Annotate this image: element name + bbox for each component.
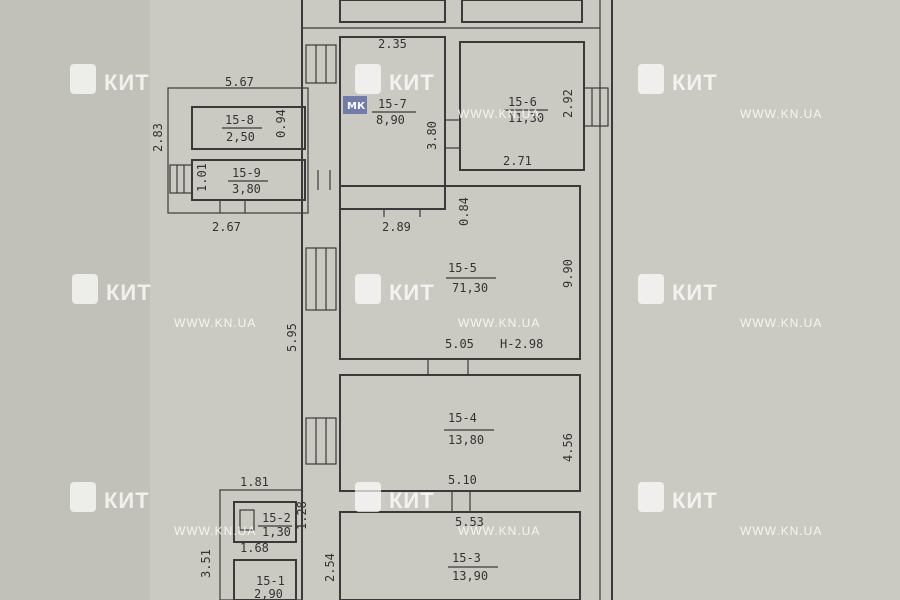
kit-logo-icon (638, 482, 664, 512)
dim-4-56: 4.56 (561, 433, 575, 462)
room-15-7 (339, 36, 446, 210)
room-label-15-4: 15-4 (448, 411, 477, 425)
room-label-15-8: 15-8 (225, 113, 254, 127)
room-top-right (461, 0, 583, 23)
watermark-brand: КИТ (672, 280, 718, 305)
annex-bottom-outline (219, 489, 303, 600)
dim-5-53: 5.53 (455, 515, 484, 529)
stairs-annex (169, 164, 193, 194)
room-label-15-7: 15-7 (378, 97, 407, 111)
kit-logo-icon (355, 482, 381, 512)
room-area-15-1: 2,90 (254, 587, 283, 600)
dim-5-05: 5.05 (445, 337, 474, 351)
kit-logo-icon (355, 64, 381, 94)
watermark-brand: КИТ (104, 70, 150, 95)
watermark-url: WWW.KN.UA (740, 524, 822, 538)
kit-logo-icon (70, 64, 96, 94)
dim-9-90: 9.90 (561, 259, 575, 288)
watermark-brand: КИТ (672, 70, 718, 95)
watermark-5: КИТ (355, 274, 435, 305)
stairs-middle (305, 247, 337, 311)
room-15-1 (233, 559, 297, 600)
watermark-url: WWW.KN.UA (174, 316, 256, 330)
watermark-brand: КИТ (389, 70, 435, 95)
watermark-4: КИТ (72, 274, 152, 305)
dim-2-89: 2.89 (382, 220, 411, 234)
dim-2-54: 2.54 (323, 553, 337, 582)
annex-outline (167, 87, 309, 214)
watermark-brand: КИТ (104, 488, 150, 513)
door-marks (219, 119, 471, 512)
dim-3-80: 3.80 (425, 121, 439, 150)
room-area-15-9: 3,80 (232, 182, 261, 196)
dim-2-67: 2.67 (212, 220, 241, 234)
room-label-15-9: 15-9 (232, 166, 261, 180)
room-area-15-3: 13,90 (452, 569, 488, 583)
room-15-8 (191, 106, 306, 150)
room-area-15-8: 2,50 (226, 130, 255, 144)
room-area-15-5: 71,30 (452, 281, 488, 295)
dim-0-94: 0.94 (274, 109, 288, 138)
room-top-left (339, 0, 446, 23)
room-15-5 (339, 185, 581, 360)
watermark-1: КИТ (70, 64, 150, 95)
dim-2-83: 2.83 (151, 123, 165, 152)
watermark-url: WWW.KN.UA (740, 107, 822, 121)
watermark-6: КИТ (638, 274, 718, 305)
stairs-upper-left (305, 44, 337, 84)
watermark-brand: КИТ (389, 280, 435, 305)
watermark-7: КИТ (70, 482, 150, 513)
room-area-15-4: 13,80 (448, 433, 484, 447)
dim-2-35: 2.35 (378, 37, 407, 51)
room-label-15-3: 15-3 (452, 551, 481, 565)
dim-1-01: 1.01 (195, 163, 209, 192)
watermark-3: КИТ (638, 64, 718, 95)
dim-5-10: 5.10 (448, 473, 477, 487)
watermark-brand: КИТ (389, 488, 435, 513)
dim-0-84: 0.84 (457, 197, 471, 226)
dim-3-51: 3.51 (199, 549, 213, 578)
room-label-15-5: 15-5 (448, 261, 477, 275)
dim-height: Н-2.98 (500, 337, 543, 351)
dim-1-28: 1.28 (295, 501, 309, 530)
watermark-2: КИТ (355, 64, 435, 95)
watermark-url: WWW.KN.UA (740, 316, 822, 330)
room-label-15-1: 15-1 (256, 574, 285, 588)
dim-5-95: 5.95 (285, 323, 299, 352)
kit-logo-icon (638, 64, 664, 94)
watermark-9: КИТ (638, 482, 718, 513)
kit-logo-icon (355, 274, 381, 304)
room-area-15-6: 11,30 (508, 111, 544, 125)
dim-2-92: 2.92 (561, 89, 575, 118)
dim-5-67: 5.67 (225, 75, 254, 89)
room-label-15-6: 15-6 (508, 95, 537, 109)
kit-logo-icon (72, 274, 98, 304)
watermark-url: WWW.KN.UA (458, 524, 540, 538)
stairs-lower (305, 417, 337, 465)
dim-1-68: 1.68 (240, 541, 269, 555)
watermark-8: КИТ (355, 482, 435, 513)
stairs-right (583, 87, 609, 127)
dim-2-71: 2.71 (503, 154, 532, 168)
watermark-url: WWW.KN.UA (458, 316, 540, 330)
mk-stamp (343, 96, 367, 114)
kit-logo-icon (70, 482, 96, 512)
watermark-brand: КИТ (106, 280, 152, 305)
watermark-brand: КИТ (672, 488, 718, 513)
room-15-4 (339, 374, 581, 492)
kit-logo-icon (638, 274, 664, 304)
watermark-url: WWW.KN.UA (174, 524, 256, 538)
room-area-15-7: 8,90 (376, 113, 405, 127)
mk-stamp-label: МК (347, 101, 366, 112)
dim-1-81: 1.81 (240, 475, 269, 489)
room-label-15-2: 15-2 (262, 511, 291, 525)
room-15-3 (339, 511, 581, 600)
watermark-url: WWW.KN.UA (458, 107, 540, 121)
room-15-2 (233, 501, 297, 543)
wc-fixture-icon (239, 509, 255, 531)
room-area-15-2: 1,30 (262, 525, 291, 539)
